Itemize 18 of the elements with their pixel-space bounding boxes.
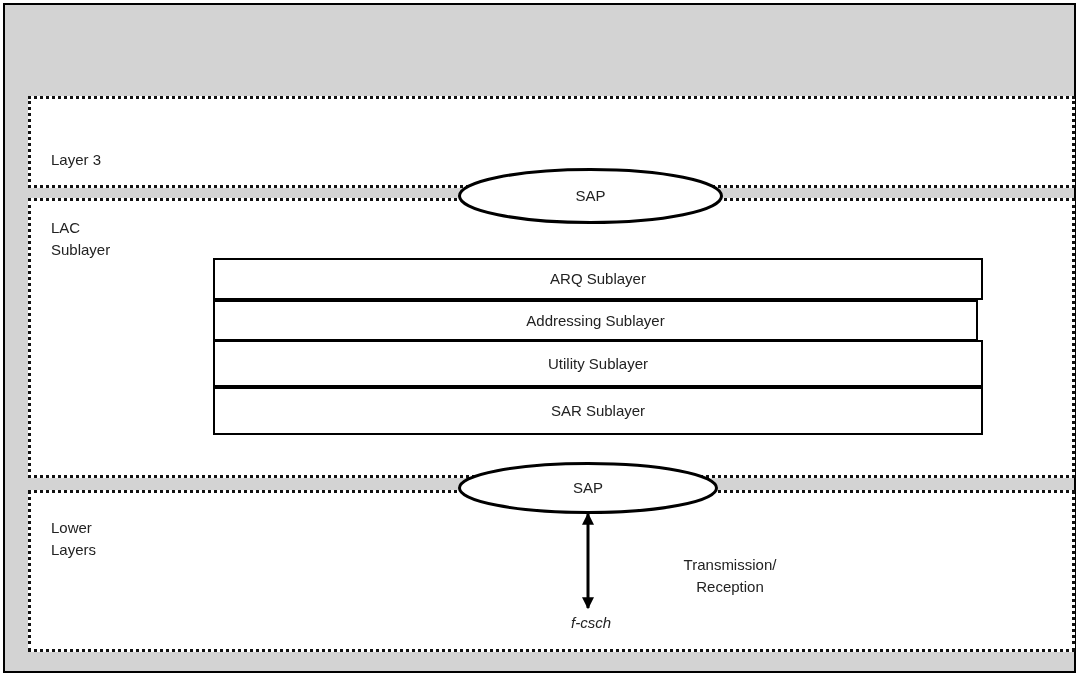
- sublayer-box: [213, 387, 983, 435]
- sublayer-name: Utility Sublayer: [547, 353, 648, 374]
- layer-name: LAC Sublayer: [51, 218, 112, 260]
- layer-band: [28, 96, 1075, 188]
- annotation-text: Transmission/ Reception: [682, 555, 778, 597]
- layer-name: Layer 3: [51, 150, 103, 170]
- sap-ellipse: [458, 168, 723, 224]
- sublayer-box: [213, 300, 978, 341]
- sublayer-box: [213, 258, 983, 300]
- sublayer-name: ARQ Sublayer: [550, 269, 646, 289]
- sublayer-name: SAP: [575, 186, 606, 206]
- channel-name: f-csch: [571, 613, 611, 633]
- sublayer-name: Addressing Sublayer: [526, 310, 665, 331]
- sublayer-name: SAR Sublayer: [550, 401, 646, 421]
- sublayer-box: [213, 340, 983, 387]
- sublayer-name: SAP: [573, 478, 603, 498]
- layer-name: Lower Layers: [51, 518, 98, 560]
- sap-ellipse: [458, 462, 718, 514]
